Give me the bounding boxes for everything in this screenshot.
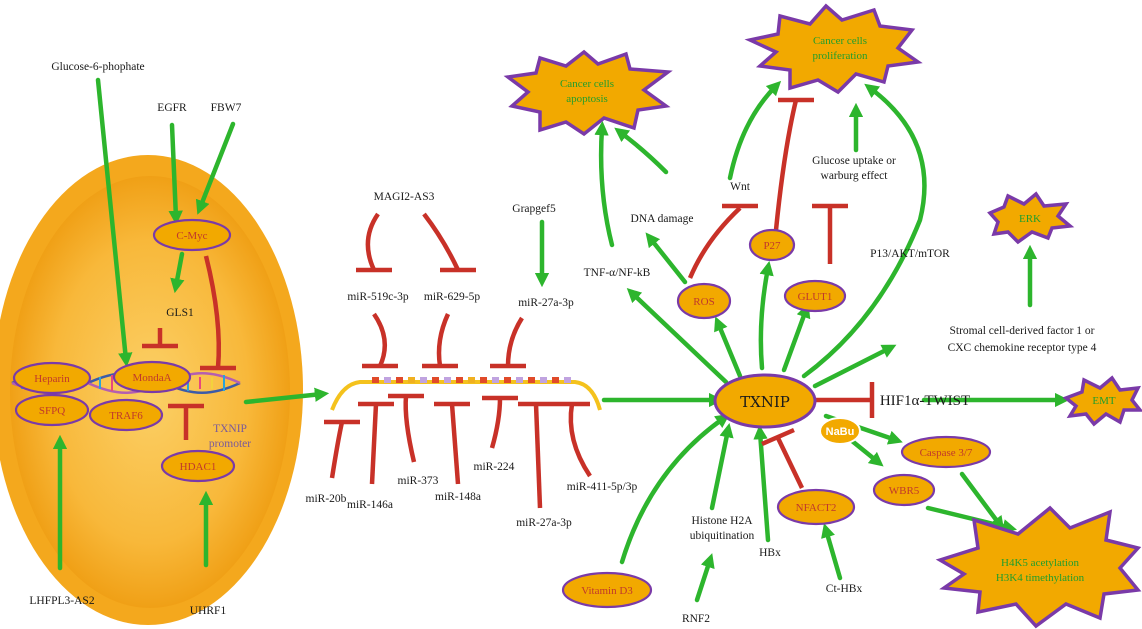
node-txnip: TXNIP [713,373,817,429]
pi3k-label: P13/AKT/mTOR [870,248,950,260]
h4k5-label: H4K5 acetylation [1001,557,1079,569]
mir27a-top-label: miR-27a-3p [518,297,574,309]
fbw7-label: FBW7 [211,102,242,114]
txnip-promoter-line1: TXNIP [213,423,247,435]
stromal-line1: Stromal cell-derived factor 1 or [950,325,1095,337]
svg-text:GLUT1: GLUT1 [798,291,833,303]
activation-arrows [52,77,1070,603]
histone-line1: Histone H2A [691,515,753,527]
gls1-label: GLS1 [166,307,194,319]
rnf2-label: RNF2 [682,613,710,625]
hif-label: HIF1α-TWIST [880,393,970,409]
emt-label: EMT [1092,395,1116,407]
stromal-line2: CXC chemokine receptor type 4 [948,342,1097,354]
mir519c-label: miR-519c-3p [347,291,409,303]
mir20b-label: miR-20b [306,493,347,505]
mir27a-bottom-label: miR-27a-3p [516,517,572,529]
node-glut1: GLUT1 [783,279,847,313]
mir148a-label: miR-148a [435,491,481,503]
svg-text:SFPQ: SFPQ [39,405,65,417]
mir146a-label: miR-146a [347,499,393,511]
uhrf1-label: UHRF1 [190,605,227,617]
mir224-label: miR-224 [474,461,515,473]
glucose-label: Glucose-6-phophate [51,61,144,73]
glucose-uptake-line2: warburg effect [821,170,889,182]
node-p27: P27 [748,228,796,262]
mrna-strand [330,377,602,411]
inhibition-arrows [142,97,875,509]
outcome-erk: ERK [987,191,1075,245]
node-vitamin-d3: Vitamin D3 [561,571,653,609]
node-mondaa: MondaA [112,360,192,394]
outcome-proliferation: Cancer cells proliferation [744,3,923,95]
histone-line2: ubiquitination [690,530,755,542]
node-traf6: TRAF6 [88,398,164,432]
node-caspase: Caspase 3/7 [900,435,992,469]
proliferation-label-line2: proliferation [813,50,868,62]
svg-text:NaBu: NaBu [826,426,855,438]
node-wbr5: WBR5 [872,473,936,507]
node-nfact2: NFACT2 [776,488,856,526]
outcome-histone-marks: H4K5 acetylation H3K4 timethylation [935,505,1142,629]
h3k4-label: H3K4 timethylation [996,572,1085,584]
svg-text:Caspase 3/7: Caspase 3/7 [920,447,973,459]
wnt-label: Wnt [730,181,751,193]
node-sfpq: SFPQ [14,393,90,427]
plain-labels: Glucose-6-phophate EGFR FBW7 GLS1 LHFPL3… [29,61,1096,625]
svg-text:Heparin: Heparin [34,373,70,385]
outcome-apoptosis: Cancer cells apoptosis [503,49,673,137]
lhfpl3-label: LHFPL3-AS2 [29,595,94,607]
node-heparin: Heparin [12,361,92,395]
svg-text:P27: P27 [763,240,781,252]
mir411-label: miR-411-5p/3p [567,481,638,493]
cthbx-label: Ct-HBx [826,583,863,595]
outcome-emt: EMT [1062,375,1142,427]
svg-text:C-Myc: C-Myc [176,230,207,242]
egfr-label: EGFR [157,102,187,114]
txnip-promoter-line2: promoter [209,438,251,450]
node-ros: ROS [676,282,732,320]
mir373-label: miR-373 [398,475,439,487]
svg-text:MondaA: MondaA [132,372,171,384]
node-hdac1: HDAC1 [160,449,236,483]
svg-text:Vitamin D3: Vitamin D3 [581,585,633,597]
node-cmyc: C-Myc [152,218,232,252]
mir629-label: miR-629-5p [424,291,480,303]
hbx-label: HBx [759,547,781,559]
apoptosis-label-line2: apoptosis [566,93,608,105]
glucose-uptake-line1: Glucose uptake or [812,155,896,167]
svg-text:HDAC1: HDAC1 [180,461,217,473]
node-nabu: NaBu [819,417,861,445]
erk-label: ERK [1019,213,1041,225]
svg-text:TRAF6: TRAF6 [109,410,143,422]
dna-damage-label: DNA damage [631,213,694,225]
svg-text:ROS: ROS [693,296,714,308]
apoptosis-label-line1: Cancer cells [560,78,614,90]
grapgef5-label: Grapgef5 [512,203,556,215]
svg-text:NFACT2: NFACT2 [796,502,837,514]
magi2-label: MAGI2-AS3 [374,191,435,203]
txnip-label: TXNIP [740,393,790,411]
tnf-label: TNF-α/NF-kB [584,267,651,279]
svg-text:WBR5: WBR5 [889,485,920,497]
proliferation-label-line1: Cancer cells [813,35,867,47]
